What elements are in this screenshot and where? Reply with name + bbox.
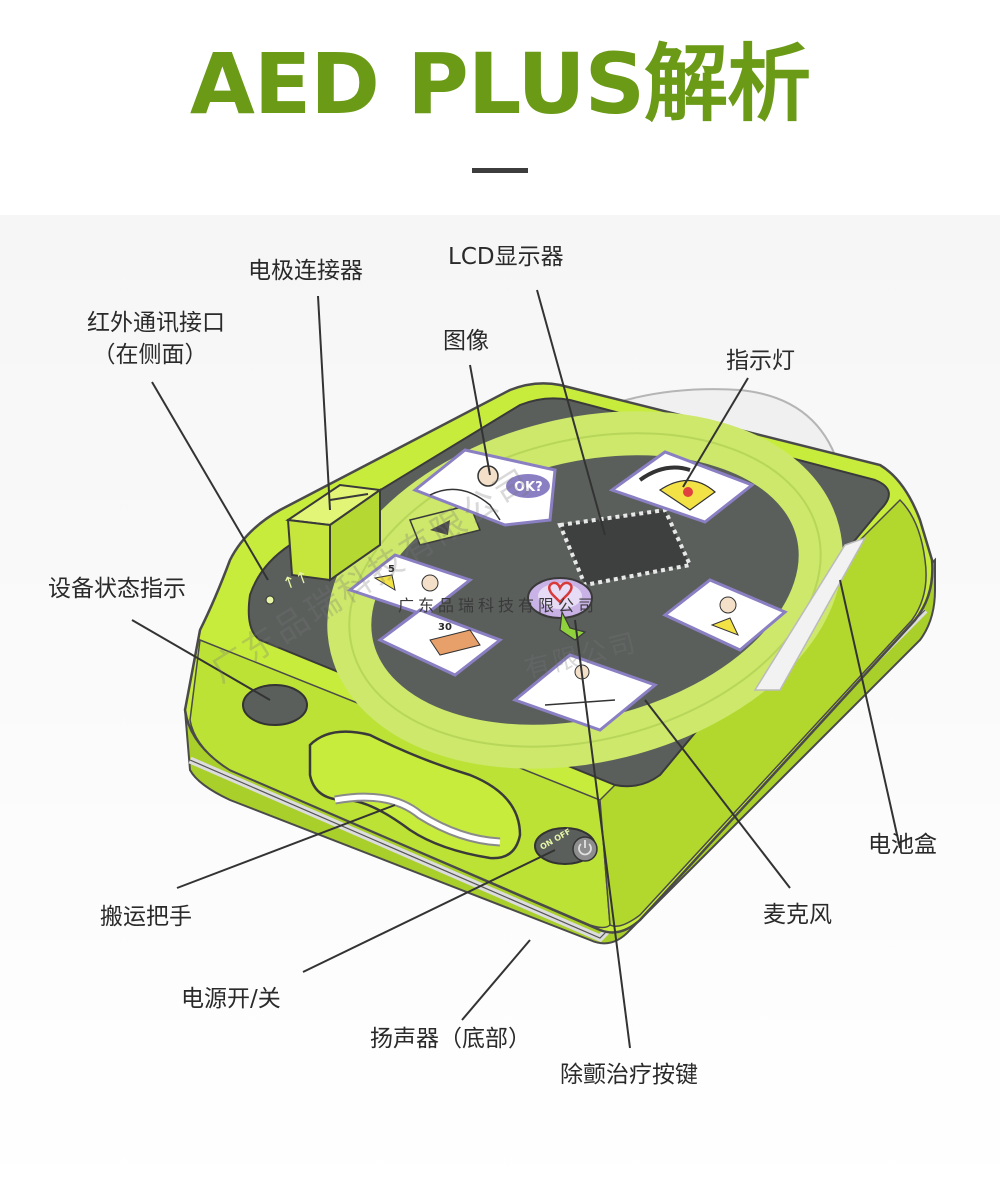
cpr-count-alt: 5 xyxy=(388,564,395,575)
label-speaker: 扬声器（底部） xyxy=(370,1026,531,1052)
icon-card-ok: OK? xyxy=(412,448,557,527)
cpr-count: 30 xyxy=(438,622,452,633)
ok-badge-text: OK? xyxy=(514,480,543,495)
label-icons: 图像 xyxy=(443,328,489,354)
arrow-tab xyxy=(408,504,482,546)
icon-card-cpr: 30 xyxy=(377,608,504,677)
power-button[interactable]: ON OFF xyxy=(534,827,598,865)
label-status-indicator: 设备状态指示 xyxy=(48,576,186,602)
label-microphone: 麦克风 xyxy=(763,902,832,928)
watermark-text: 广东品瑞科技有限公司 xyxy=(398,596,599,615)
icon-card-pads: 5 xyxy=(346,553,474,617)
label-carry-handle: 搬运把手 xyxy=(100,904,192,930)
label-electrode-connector: 电极连接器 xyxy=(248,258,363,284)
label-battery-box: 电池盒 xyxy=(868,832,937,858)
label-shock-button: 除颤治疗按键 xyxy=(560,1062,698,1088)
label-ir-port-line2: （在侧面） xyxy=(92,342,208,368)
label-lcd-display: LCD显示器 xyxy=(448,244,564,270)
title-underline xyxy=(472,168,528,173)
label-indicator-light: 指示灯 xyxy=(726,348,795,374)
battery-slot xyxy=(753,536,867,691)
icon-card-call xyxy=(608,450,756,524)
label-ir-port-line1: 红外通讯接口 xyxy=(87,310,225,336)
electrode-connector xyxy=(285,483,383,582)
icon-card-analyze xyxy=(662,578,788,652)
carry-handle[interactable] xyxy=(308,730,522,860)
page-title: AED PLUS解析 xyxy=(189,35,811,133)
shock-button[interactable] xyxy=(527,577,593,641)
lcd-screen xyxy=(557,507,693,588)
status-dot xyxy=(265,595,275,605)
label-power-switch: 电源开/关 xyxy=(181,986,281,1012)
status-indicator-window xyxy=(242,684,308,726)
leader-lines xyxy=(131,289,901,1049)
